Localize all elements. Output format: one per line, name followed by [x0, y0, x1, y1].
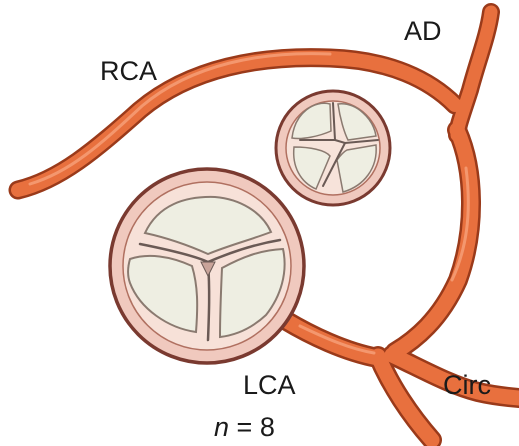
- ad-artery: [457, 12, 491, 135]
- rca-label: RCA: [100, 58, 157, 85]
- n-value: = 8: [237, 412, 275, 442]
- rca-artery-outline: [18, 58, 455, 190]
- small-valve: [276, 91, 390, 205]
- circ-label: Circ: [443, 372, 491, 399]
- n-symbol: n: [214, 412, 229, 442]
- sample-size-label: n = 8: [214, 414, 275, 441]
- rca-artery: [18, 58, 455, 190]
- lca-label: LCA: [243, 372, 296, 399]
- large-valve: [110, 169, 304, 363]
- ad-label: AD: [404, 18, 442, 45]
